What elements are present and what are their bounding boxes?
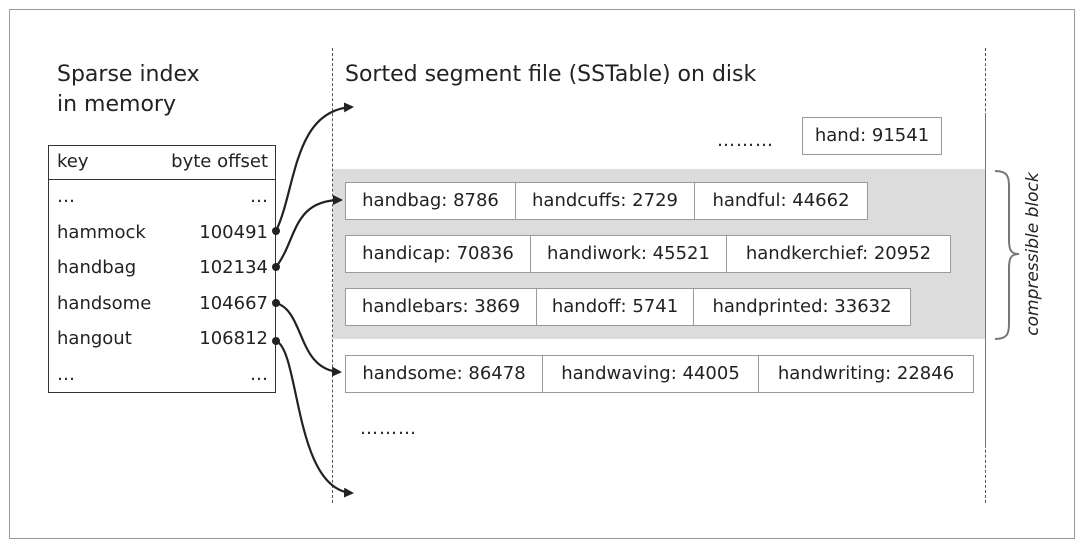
index-key: hammock xyxy=(57,221,146,243)
sstable-disk-edge xyxy=(985,113,986,446)
index-row: … … xyxy=(49,180,275,216)
sstable-entry: handwaving: 44005 xyxy=(542,355,759,393)
sstable-row: handicap: 70836 handiwork: 45521 handker… xyxy=(345,235,951,273)
index-row: … … xyxy=(49,358,275,394)
sstable-row: handlebars: 3869 handoff: 5741 handprint… xyxy=(345,288,911,326)
index-row: handsome 104667 xyxy=(49,287,275,323)
index-offset: 102134 xyxy=(199,257,268,278)
sstable-entry: handprinted: 33632 xyxy=(693,288,911,326)
sstable-entry: handicap: 70836 xyxy=(345,235,531,273)
sstable-entry: hand: 91541 xyxy=(802,117,942,155)
sstable-entry: handcuffs: 2729 xyxy=(515,182,695,220)
sparse-index-title: Sparse index in memory xyxy=(57,60,200,120)
sstable-entry: handwriting: 22846 xyxy=(758,355,974,393)
compressible-block-label: compressible block xyxy=(1023,172,1043,336)
index-offset: 106812 xyxy=(199,328,268,349)
pointer-dot xyxy=(272,337,280,345)
sstable-row: handbag: 8786 handcuffs: 2729 handful: 4… xyxy=(345,182,868,220)
bottom-ellipsis: ……… xyxy=(360,418,417,439)
pointer-arrow-handsome xyxy=(275,301,342,377)
sstable-row: handsome: 86478 handwaving: 44005 handwr… xyxy=(345,355,974,393)
memory-disk-divider xyxy=(332,48,333,503)
top-ellipsis: ……… xyxy=(717,130,774,151)
index-offset: 100491 xyxy=(199,221,268,243)
pointer-dot xyxy=(272,227,280,235)
sstable-entry: handkerchief: 20952 xyxy=(726,235,951,273)
pointer-arrow-hangout xyxy=(275,339,354,498)
index-row: hammock 100491 xyxy=(49,216,275,252)
sstable-entry: handoff: 5741 xyxy=(536,288,694,326)
index-row: handbag 102134 xyxy=(49,251,275,287)
index-key: handbag xyxy=(57,257,137,278)
index-offset: 104667 xyxy=(199,292,268,314)
pointer-dot xyxy=(272,299,280,307)
index-row: hangout 106812 xyxy=(49,322,275,358)
header-key: key xyxy=(57,151,89,172)
sstable-entry: handlebars: 3869 xyxy=(345,288,537,326)
sparse-index-header: key byte offset xyxy=(49,146,275,180)
sstable-title: Sorted segment file (SSTable) on disk xyxy=(345,62,757,87)
index-key: handsome xyxy=(57,292,152,314)
sstable-entry: handful: 44662 xyxy=(694,182,868,220)
pointer-arrow-hammock xyxy=(275,102,354,232)
index-offset: … xyxy=(250,363,268,385)
sstable-top-row: hand: 91541 xyxy=(802,117,942,155)
index-key: … xyxy=(57,186,75,207)
sparse-index-title-line-1: Sparse index xyxy=(57,62,200,87)
index-offset: … xyxy=(250,186,268,207)
sparse-index-table: key byte offset … … hammock 100491 handb… xyxy=(48,145,276,393)
header-byte-offset: byte offset xyxy=(171,151,268,172)
diagram-frame xyxy=(9,9,1075,539)
index-key: hangout xyxy=(57,328,132,349)
index-key: … xyxy=(57,363,75,385)
sstable-entry: handsome: 86478 xyxy=(345,355,543,393)
pointer-dot xyxy=(272,263,280,271)
block-brace xyxy=(994,170,1020,340)
pointer-arrow-handbag xyxy=(275,195,343,268)
sparse-index-title-line-2: in memory xyxy=(57,92,176,117)
